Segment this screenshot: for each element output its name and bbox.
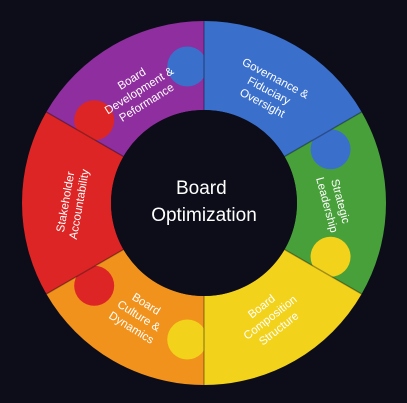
center-hub <box>111 110 297 296</box>
center-title-line-1: Board <box>176 178 227 199</box>
puzzle-tab-composition <box>310 236 351 277</box>
seam-line <box>46 111 124 158</box>
ring-segment-strategic <box>284 112 386 294</box>
center-title-line-2: Optimization <box>151 205 257 226</box>
seam-line <box>284 111 362 158</box>
puzzle-ring <box>22 20 386 385</box>
ring-segment-stakeholder <box>22 112 124 294</box>
ring-segment-composition <box>204 249 362 385</box>
puzzle-tab-stakeholder <box>74 100 115 141</box>
puzzle-tab-governance <box>167 46 208 87</box>
ring-segment-governance <box>204 21 362 157</box>
seam-line <box>46 248 124 295</box>
puzzle-tab-composition <box>167 319 208 360</box>
center-title: Board Optimization <box>151 178 257 226</box>
seam-line <box>284 248 362 295</box>
puzzle-tab-stakeholder <box>74 265 115 306</box>
puzzle-tab-governance <box>310 129 351 170</box>
